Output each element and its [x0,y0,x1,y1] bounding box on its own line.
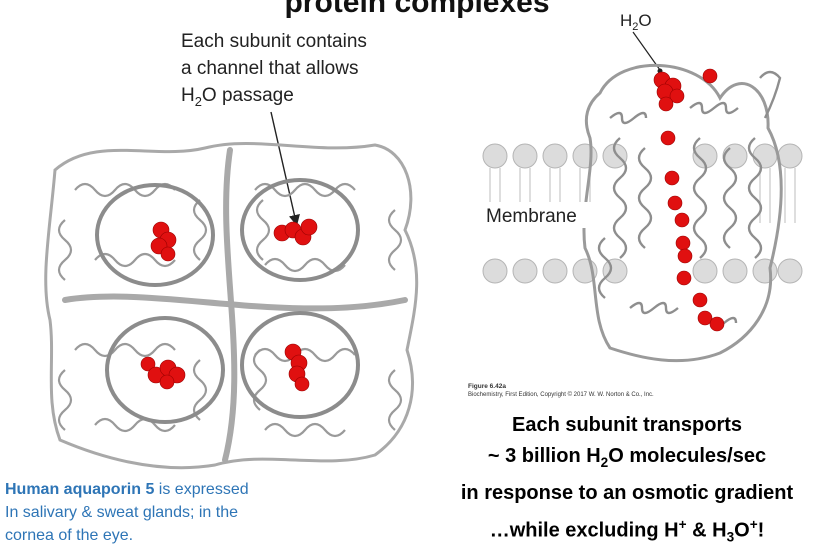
s4-mid: & H [686,519,727,542]
s4-post: ! [757,519,765,542]
figure-credit: Figure 6.42a Biochemistry, First Edition… [468,383,654,399]
transport-summary: Each subunit transports ~ 3 billion H2O … [420,410,834,553]
figure-copyright: Biochemistry, First Edition, Copyright ©… [468,392,654,398]
s4-sub: 3 [726,529,735,545]
slide-title: protein complexes [284,0,550,19]
summary-line-4: …while excluding H+ & H3O+! [420,509,834,553]
s4-sup1: + [678,517,687,532]
caption-rest: is expressed [154,481,249,498]
s2-sub: 2 [600,455,609,470]
caption-line-2: In salivary & sweat glands; in the [5,504,239,521]
s2-post: O molecules/sec [608,445,767,467]
summary-line-3: in response to an osmotic gradient [460,482,794,504]
water-chain [653,68,725,332]
summary-line-1: Each subunit transports [511,414,743,436]
aquaporin-monomer-membrane-figure: H2O Membrane [482,11,803,363]
s2-pre: ~ 3 billion H [487,445,601,467]
caption-line-1: Human aquaporin 5 is expressed [5,478,335,501]
figure-number: Figure 6.42a [468,383,506,390]
aquaporin-tetramer-figure [44,141,419,470]
s4-pre: …while excluding H [489,519,679,542]
callout-line-1: Each subunit contains [181,31,367,52]
callout-h: H [181,85,195,106]
summary-line-2: ~ 3 billion H2O molecules/sec [420,441,834,478]
water-label: H2O [620,11,652,33]
aquaporin-caption: Human aquaporin 5 is expressed In saliva… [5,478,335,547]
caption-line-3: cornea of the eye. [5,527,134,544]
callout-sub: 2 [194,93,202,109]
callout-line-2: a channel that allows [181,58,359,79]
membrane-lipid-heads-bottom [482,258,803,284]
callout-o-passage: O passage [201,85,294,106]
channel-callout: Each subunit contains a channel that all… [181,28,431,115]
callout-line-3: H2O passage [181,82,431,115]
membrane-label: Membrane [486,206,577,227]
s4-sup2: + [749,517,758,532]
s4-mid2: O [734,519,750,542]
caption-bold: Human aquaporin 5 [5,481,155,498]
